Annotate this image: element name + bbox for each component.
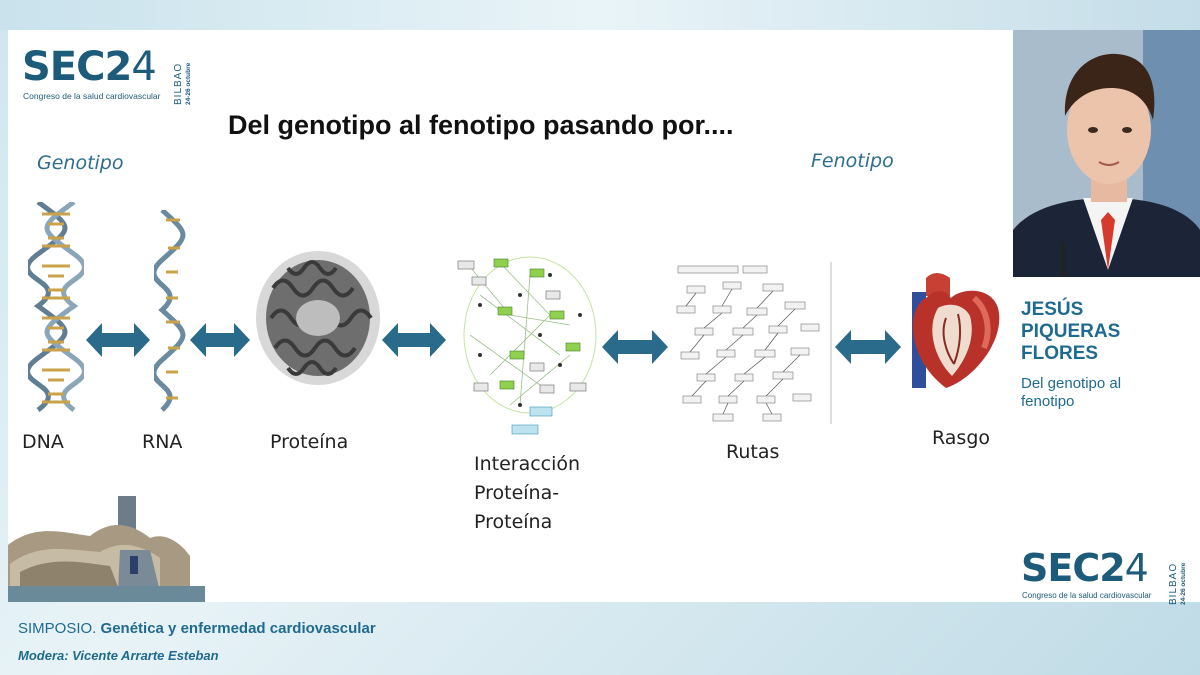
logo-brand-number: 4 — [1124, 546, 1149, 590]
dna-double-helix-icon — [28, 202, 84, 412]
speaker-topic-line: fenotipo — [1021, 393, 1075, 410]
slide-title: Del genotipo al fenotipo pasando por.... — [228, 110, 734, 140]
speaker-video — [1013, 30, 1200, 277]
session-prefix: SIMPOSIO. — [18, 620, 97, 637]
logo-brand-text: SEC2 — [22, 44, 132, 90]
stage-label-line: Proteína- — [474, 482, 560, 504]
genotype-label: Genotipo — [37, 152, 124, 174]
stage-label-trait: Rasgo — [932, 427, 991, 449]
logo-dates: 24-26 octubre — [1180, 562, 1187, 605]
logo-subtitle: Congreso de la salud cardiovascular — [1022, 591, 1152, 600]
double-arrow-icon — [190, 323, 250, 357]
logo-city-name: BILBAO — [1168, 562, 1179, 605]
moderator-label: Modera: Vicente Arrarte Esteban — [18, 648, 219, 663]
double-arrow-icon — [835, 330, 901, 364]
stage-label-pathways: Rutas — [726, 441, 780, 463]
sec24-logo-panel: SEC24 Congreso de la salud cardiovascula… — [1021, 547, 1199, 607]
protein-structure-icon — [256, 251, 380, 385]
double-arrow-icon — [602, 330, 668, 364]
stage-label-interaction: Interacción Proteína- Proteína — [474, 450, 580, 537]
stage-label-line: Interacción — [474, 453, 581, 475]
interaction-network-icon — [457, 256, 597, 435]
guggenheim-photo — [8, 492, 205, 602]
double-arrow-icon — [86, 323, 150, 357]
rna-strand-icon — [154, 210, 186, 412]
stage-label-dna: DNA — [22, 431, 64, 453]
logo-city-name: BILBAO — [173, 62, 184, 105]
speaker-info-panel: JESÚS PIQUERAS FLORES Del genotipo al fe… — [1013, 277, 1200, 605]
presentation-slide: SEC24 Congreso de la salud cardiovascula… — [8, 30, 1013, 602]
logo-subtitle: Congreso de la salud cardiovascular — [23, 91, 161, 101]
logo-dates: 24-26 octubre — [185, 62, 192, 105]
speaker-name-line: PIQUERAS — [1021, 321, 1121, 342]
double-arrow-icon — [382, 323, 446, 357]
stage-label-line: Proteína — [474, 511, 553, 533]
sec24-logo: SEC24 Congreso de la salud cardiovascula… — [22, 45, 202, 115]
speaker-topic: Del genotipo al fenotipo — [1021, 375, 1121, 411]
phenotype-label: Fenotipo — [811, 150, 894, 172]
stage-label-protein: Proteína — [270, 431, 349, 453]
speaker-name: JESÚS PIQUERAS FLORES — [1021, 299, 1120, 365]
background-band — [0, 0, 1200, 30]
speaker-photo — [1013, 30, 1200, 277]
speaker-name-line: JESÚS — [1021, 299, 1084, 320]
pathway-diagram-icon — [676, 262, 832, 424]
logo-brand-number: 4 — [131, 44, 156, 90]
logo-brand-text: SEC2 — [1021, 546, 1126, 590]
session-title: SIMPOSIO. Genética y enfermedad cardiova… — [18, 620, 376, 637]
session-name: Genética y enfermedad cardiovascular — [100, 620, 376, 637]
speaker-name-line: FLORES — [1021, 343, 1099, 364]
stage-label-rna: RNA — [142, 431, 183, 453]
speaker-topic-line: Del genotipo al — [1021, 375, 1122, 392]
heart-anatomy-icon — [912, 273, 1000, 388]
